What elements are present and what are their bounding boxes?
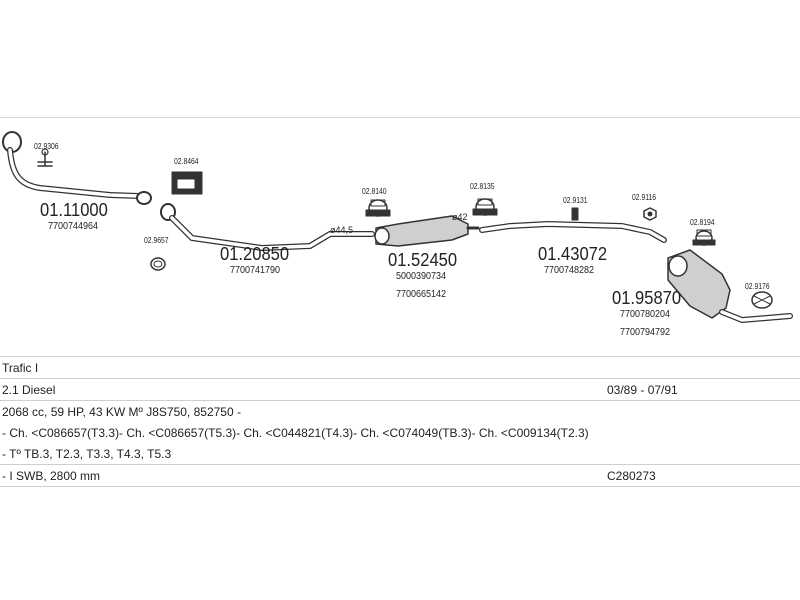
- accessory-number: 02.9131: [563, 196, 588, 205]
- vehicle-engine: 2.1 Diesel: [0, 378, 605, 401]
- accessory-number: 02.9176: [745, 282, 770, 291]
- part-number: 01.20850: [220, 244, 290, 264]
- vehicle-spec-table: Trafic I 2.1 Diesel 03/89 - 07/91 2068 c…: [0, 356, 800, 487]
- part-ref: 7700665142: [396, 289, 447, 300]
- table-row: Trafic I: [0, 356, 800, 379]
- accessory-number: 02.8464: [174, 157, 199, 166]
- rubber-mount-icon: [171, 171, 203, 195]
- table-row: 2.1 Diesel 03/89 - 07/91: [0, 378, 800, 401]
- table-row: - Tº TB.3, T2.3, T3.3, T4.3, T5.3: [0, 443, 800, 465]
- top-divider: [0, 117, 800, 118]
- diameter-label: ø44,5: [330, 225, 354, 235]
- accessory-number: 02.9657: [144, 236, 169, 245]
- vehicle-code: C280273: [605, 464, 800, 487]
- vehicle-spec: 2068 cc, 59 HP, 43 KW Mº J8S750, 852750 …: [0, 400, 800, 422]
- clamp-icon: [37, 148, 53, 167]
- hanger-icon: [472, 198, 498, 216]
- part-number: 01.52450: [388, 250, 458, 270]
- intermediate-pipe: [160, 203, 375, 251]
- table-row: - Ch. <C086657(T3.3)- Ch. <C086657(T5.3)…: [0, 422, 800, 443]
- middle-silencer: [374, 215, 480, 247]
- part-number: 01.95870: [612, 288, 682, 308]
- diameter-label: ø42: [452, 212, 468, 222]
- vehicle-model: Trafic I: [0, 356, 800, 379]
- table-row: 2068 cc, 59 HP, 43 KW Mº J8S750, 852750 …: [0, 400, 800, 422]
- rear-intermediate-pipe: [479, 221, 667, 243]
- nut-icon: [643, 207, 657, 221]
- part-ref: 5000390734: [396, 271, 447, 282]
- accessory-number: 02.9116: [632, 193, 657, 202]
- part-ref: 7700748282: [544, 265, 595, 276]
- accessory-number: 02.8135: [470, 182, 495, 191]
- clamp-icon: [751, 291, 773, 309]
- front-pipe: [2, 131, 152, 205]
- hanger-icon: [692, 229, 716, 246]
- vehicle-types: - Tº TB.3, T2.3, T3.3, T4.3, T5.3: [2, 446, 172, 461]
- accessory-number: 02.8194: [690, 218, 715, 227]
- accessory-number: 02.8140: [362, 187, 387, 196]
- part-ref: 7700780204: [620, 309, 671, 320]
- accessory-number: 02.9306: [34, 142, 59, 151]
- part-ref: 7700741790: [230, 265, 281, 276]
- vehicle-years: 03/89 - 07/91: [605, 378, 800, 401]
- rear-silencer: [667, 249, 793, 323]
- table-row: - I SWB, 2800 mm C280273: [0, 464, 800, 487]
- bolt-icon: [571, 207, 579, 221]
- vehicle-wheelbase: - I SWB, 2800 mm: [0, 464, 605, 487]
- vehicle-chassis: - Ch. <C086657(T3.3)- Ch. <C086657(T5.3)…: [2, 425, 589, 440]
- part-ref: 7700744964: [48, 221, 99, 232]
- gasket-ring-icon: [150, 257, 166, 271]
- hanger-icon: [365, 199, 391, 217]
- part-number: 01.11000: [40, 200, 108, 220]
- part-number: 01.43072: [538, 244, 608, 264]
- part-ref: 7700794792: [620, 327, 671, 338]
